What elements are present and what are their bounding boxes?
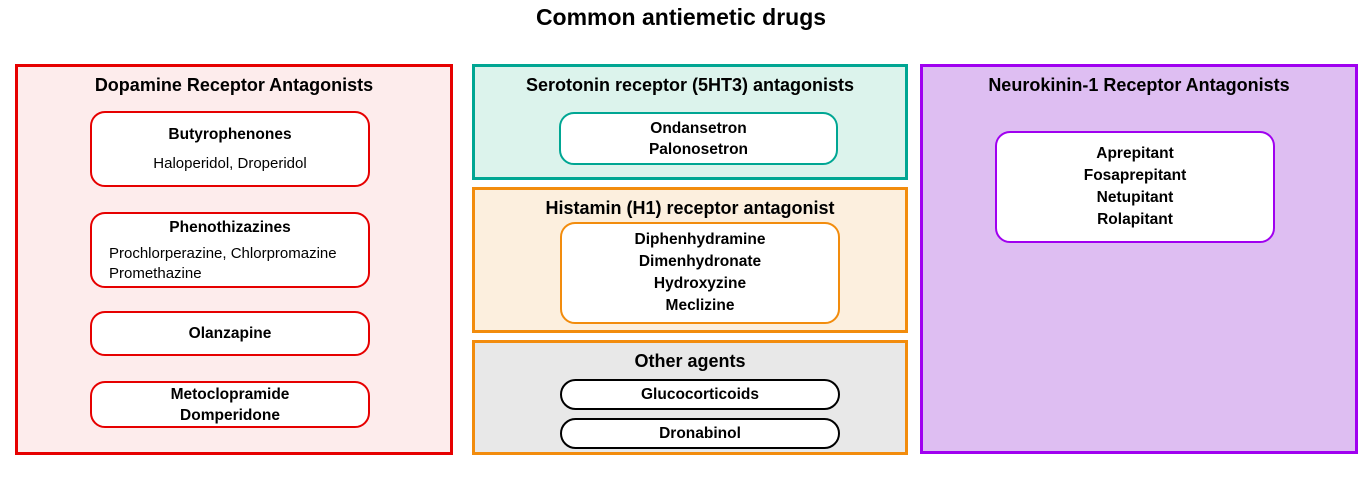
drug-line: Meclizine <box>665 297 735 314</box>
group-histamine-h1-antagonist: Histamin (H1) receptor antagonist Diphen… <box>472 187 908 333</box>
group-serotonin-5ht3-antagonists: Serotonin receptor (5HT3) antagonists On… <box>472 64 908 180</box>
group-title-histamine: Histamin (H1) receptor antagonist <box>545 198 835 218</box>
box-phenothizazines-drugs: Prochlorperazine, Chlorpromazine Prometh… <box>92 244 337 284</box>
drug-line: Prochlorperazine, Chlorpromazine <box>109 244 337 262</box>
group-title-other-agents: Other agents <box>634 351 746 371</box>
group-other-agents: Other agents Glucocorticoids Dronabinol <box>472 340 908 455</box>
box-serotonin-drugs: Ondansetron Palonosetron <box>559 112 838 165</box>
box-olanzapine-title: Olanzapine <box>188 325 272 342</box>
box-butyrophenones-drugs: Haloperidol, Droperidol <box>153 155 307 172</box>
group-title-nk1: Neurokinin-1 Receptor Antagonists <box>988 75 1290 95</box>
drug-line: Aprepitant <box>1096 145 1174 162</box>
drug-line: Netupitant <box>1096 189 1174 206</box>
box-glucocorticoids: Glucocorticoids <box>560 379 840 410</box>
drug-line: Glucocorticoids <box>641 386 759 403</box>
group-dopamine-receptor-antagonists: Dopamine Receptor Antagonists Butyrophen… <box>15 64 453 455</box>
box-olanzapine: Olanzapine <box>90 311 370 356</box>
drug-line: Rolapitant <box>1097 211 1173 228</box>
box-butyrophenones: Butyrophenones Haloperidol, Droperidol <box>90 111 370 187</box>
box-butyrophenones-title: Butyrophenones <box>168 126 292 143</box>
drug-line: Dronabinol <box>659 425 741 442</box>
page-title: Common antiemetic drugs <box>535 4 827 30</box>
drug-line: Fosaprepitant <box>1083 167 1187 184</box>
drug-line: Domperidone <box>180 406 280 424</box>
group-title-serotonin: Serotonin receptor (5HT3) antagonists <box>525 75 855 95</box>
drug-line: Promethazine <box>109 264 202 282</box>
box-phenothizazines-title: Phenothizazines <box>169 218 291 236</box>
drug-line: Dimenhydronate <box>638 253 762 270</box>
box-histamine-drugs: Diphenhydramine Dimenhydronate Hydroxyzi… <box>560 222 840 324</box>
drug-line: Diphenhydramine <box>634 231 766 248</box>
drug-line: Palonosetron <box>648 140 749 158</box>
box-phenothizazines: Phenothizazines Prochlorperazine, Chlorp… <box>90 212 370 288</box>
box-dronabinol: Dronabinol <box>560 418 840 449</box>
drug-line: Ondansetron <box>650 119 747 137</box>
group-title-dopamine: Dopamine Receptor Antagonists <box>94 75 374 95</box>
drug-line: Metoclopramide <box>170 385 290 403</box>
drug-line: Hydroxyzine <box>653 275 747 292</box>
box-nk1-drugs: Aprepitant Fosaprepitant Netupitant Rola… <box>995 131 1275 243</box>
box-metoclopramide-domperidone: Metoclopramide Domperidone <box>90 381 370 428</box>
group-neurokinin-1-antagonists: Neurokinin-1 Receptor Antagonists Aprepi… <box>920 64 1358 454</box>
